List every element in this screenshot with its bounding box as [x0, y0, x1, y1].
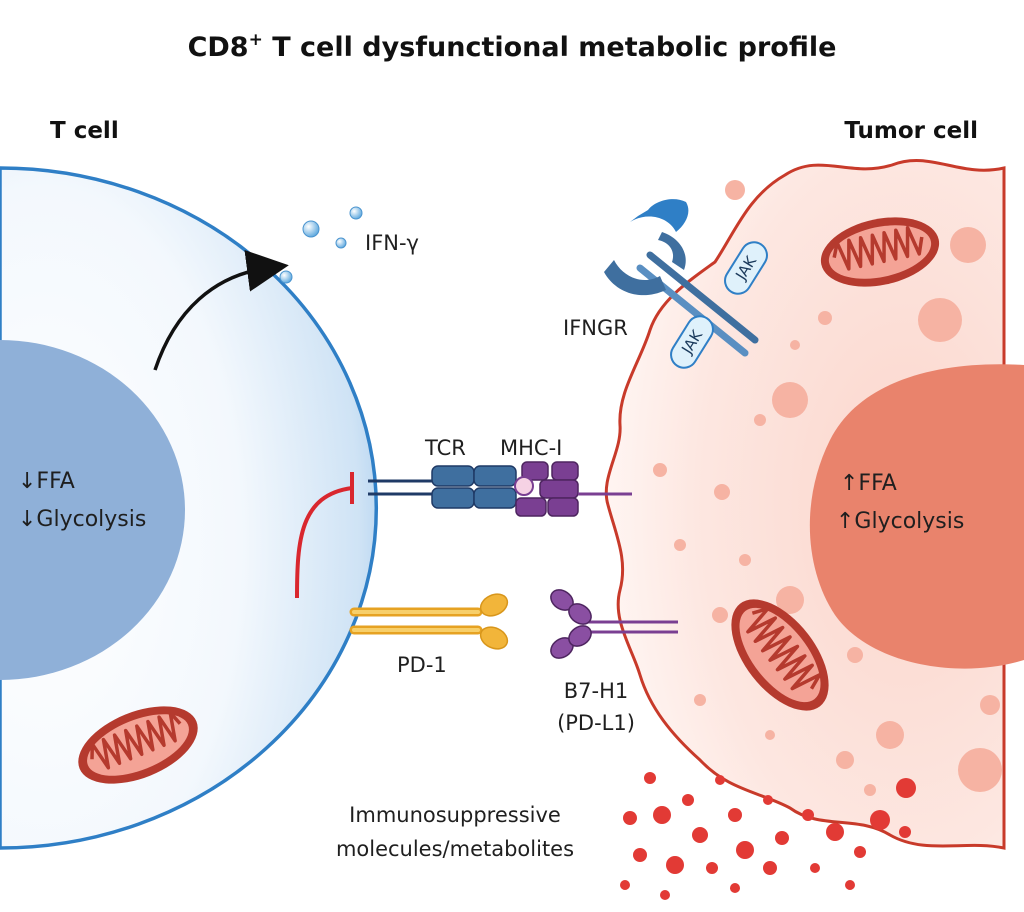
secretion-arrow	[153, 249, 289, 371]
pd1-label: PD-1	[397, 653, 447, 677]
metabolites-label: molecules/metabolites	[336, 837, 574, 861]
ifngr-label: IFNGR	[563, 316, 628, 340]
tumor-glycolysis-label: ↑Glycolysis	[836, 509, 964, 534]
mhc-label: MHC-I	[500, 436, 562, 460]
jak-kinase-lower: JAK	[670, 315, 714, 369]
pdl1-ligand	[550, 589, 678, 659]
mhc-complex	[514, 461, 632, 517]
b7h1-label: B7-H1	[564, 679, 629, 703]
tumor-heading: Tumor cell	[844, 118, 978, 144]
diagram-title: CD8+ T cell dysfunctional metabolic prof…	[188, 30, 837, 63]
ifn-gamma-label: IFN-γ	[365, 231, 419, 255]
tumor-vesicles	[653, 180, 1002, 796]
ifn-gamma-molecules	[279, 206, 363, 284]
tcell-membrane	[0, 166, 379, 850]
immunosuppressive-label: Immunosuppressive	[349, 803, 561, 827]
tumor-cell: ↑FFA ↑Glycolysis	[604, 159, 1024, 850]
pdl1-label: (PD-L1)	[557, 711, 635, 735]
tcell-mitochondrion	[78, 706, 198, 784]
tcr-complex	[368, 465, 517, 509]
ifngr-receptor	[604, 199, 759, 357]
immunosuppressive-metabolites	[620, 772, 916, 900]
inhibition-symbol	[295, 472, 354, 599]
t-cell: ↓FFA ↓Glycolysis	[0, 166, 379, 850]
tcell-glycolysis-label: ↓Glycolysis	[18, 507, 146, 532]
tcell-nucleus	[0, 340, 185, 680]
tumor-mitochondrion-bottom	[731, 599, 829, 711]
pd1-receptor	[349, 593, 509, 650]
tumor-nucleus	[809, 364, 1024, 669]
tcr-label: TCR	[424, 436, 466, 460]
tumor-mitochondrion-top	[820, 217, 940, 287]
tcell-heading: T cell	[50, 118, 119, 144]
tcell-ffa-label: ↓FFA	[18, 469, 75, 494]
jak-kinase-upper: JAK	[724, 241, 768, 295]
tumor-ffa-label: ↑FFA	[840, 471, 897, 496]
